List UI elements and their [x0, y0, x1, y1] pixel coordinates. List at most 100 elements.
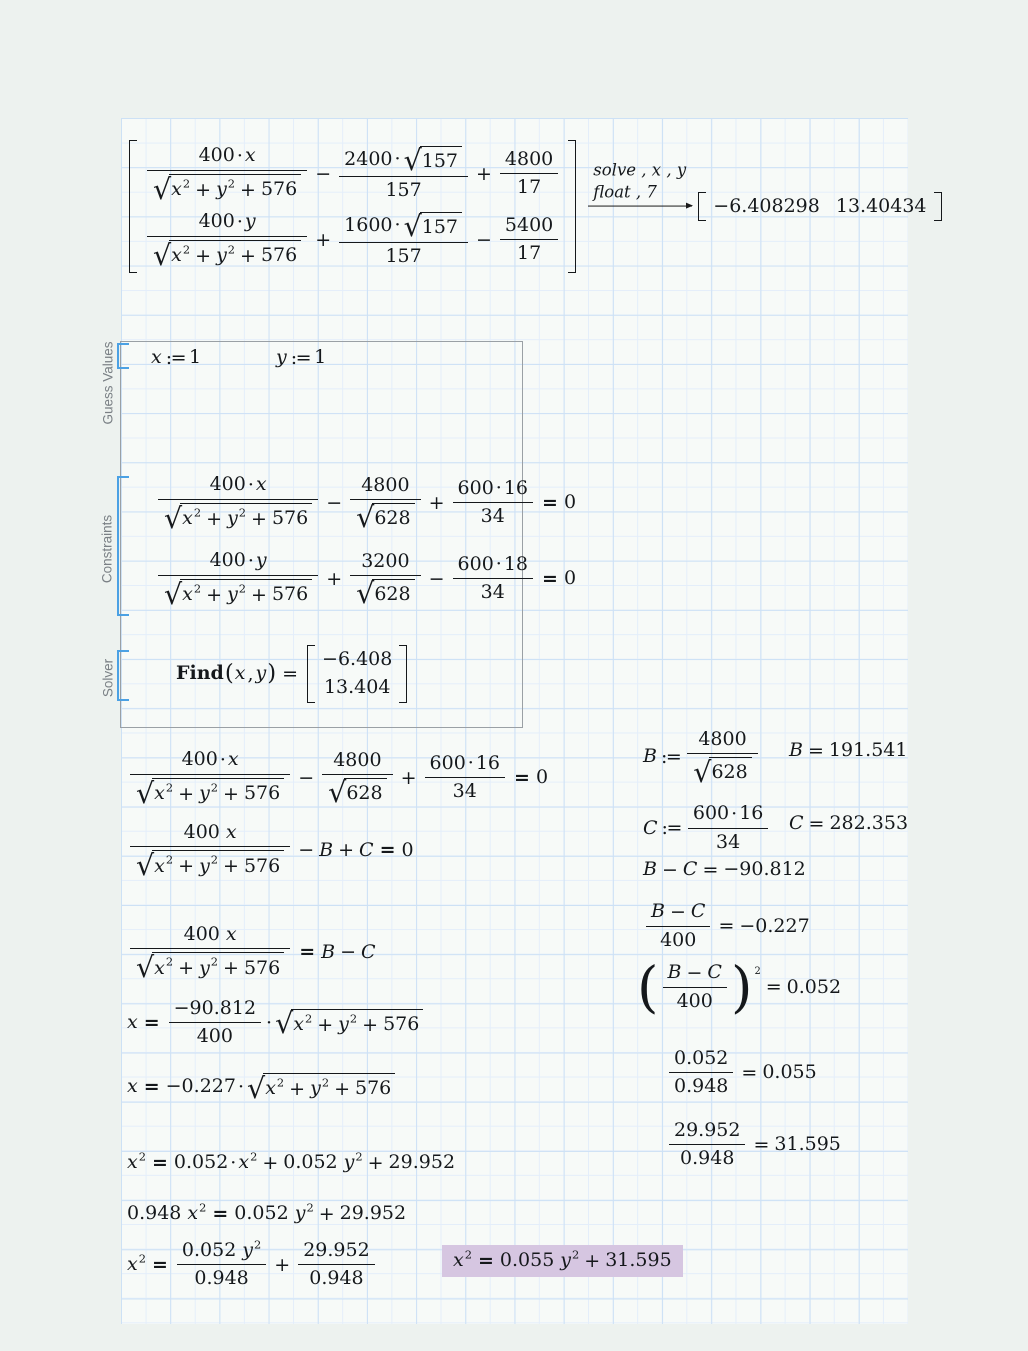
evaluation-B[interactable]: B=191.541	[789, 740, 907, 762]
m-mnum: 3200	[350, 550, 421, 576]
m-mv: y	[199, 782, 210, 805]
m-mn: 191.541	[828, 739, 908, 762]
m-vrowi: 13.404	[324, 676, 390, 698]
m-mo: +	[362, 1013, 379, 1036]
m-mo: −	[298, 839, 315, 862]
m-mn: 0	[535, 765, 549, 788]
m-mden: 0.948	[669, 1073, 733, 1098]
m-mn: 29.952	[339, 1202, 407, 1225]
m-mrow: B−C	[668, 962, 722, 984]
m-mv: x	[151, 346, 162, 369]
m-mv: x	[227, 748, 239, 771]
guess-value-x[interactable]: x:=1	[151, 347, 201, 369]
m-mv: B	[667, 961, 682, 984]
m-mn: 1	[314, 346, 327, 369]
m-mv: x	[225, 923, 237, 945]
m-mn: 400	[198, 210, 235, 233]
m-mnum: 4800	[687, 728, 758, 755]
m-mo: ·	[219, 749, 226, 771]
m-mden: √628	[687, 754, 757, 786]
constraints-label: Constraints	[99, 514, 115, 584]
m-mn: 400	[209, 473, 246, 496]
m-mnum: 600·16	[687, 802, 769, 829]
m-mn: 29.952	[303, 1239, 370, 1261]
m-mo: ·	[495, 553, 502, 576]
m-mo: +	[251, 584, 267, 606]
m-mo: −	[298, 766, 315, 789]
m-mn: −0.227	[739, 914, 810, 937]
m-vbr	[307, 645, 316, 703]
m-mn: 400	[183, 923, 220, 945]
m-mden: 34	[688, 829, 769, 854]
m-mnum: 4800	[350, 474, 421, 500]
m-mn: 0.948	[680, 1147, 735, 1170]
m-mv: y	[255, 549, 267, 572]
m-mrc: 628	[372, 503, 415, 530]
evaluation-B-minus-C[interactable]: B−C=−90.812	[643, 859, 806, 881]
m-mn: 0.052	[181, 1239, 237, 1261]
m-mnum: 600·16	[452, 476, 534, 504]
m-mden: 157	[339, 243, 468, 268]
m-mn: 2400	[344, 147, 393, 170]
m-mn: 0.052	[234, 1202, 289, 1225]
m-mnum: 400·x	[147, 144, 308, 171]
m-mo: =	[143, 1011, 160, 1034]
m-mn: 31.595	[774, 1133, 841, 1156]
m-mrow: B−C	[651, 901, 705, 923]
m-mv: C	[359, 838, 374, 861]
m-msup: 2	[182, 176, 191, 191]
m-msup: 2	[306, 1200, 314, 1215]
m-msup: 2	[165, 780, 174, 795]
m-mo: −	[661, 859, 678, 881]
m-mo: +	[428, 491, 445, 514]
m-mn: 576	[383, 1013, 420, 1036]
guess-value-y[interactable]: y:=1	[276, 347, 326, 369]
m-mnum: 2400·√157	[339, 145, 468, 177]
definition-B[interactable]: B:=4800√628	[643, 728, 761, 786]
m-mrow: 400·x	[210, 474, 267, 496]
evaluation-C[interactable]: C=282.353	[789, 813, 908, 835]
m-mb: Find	[176, 662, 224, 685]
m-mo: +	[251, 508, 267, 530]
